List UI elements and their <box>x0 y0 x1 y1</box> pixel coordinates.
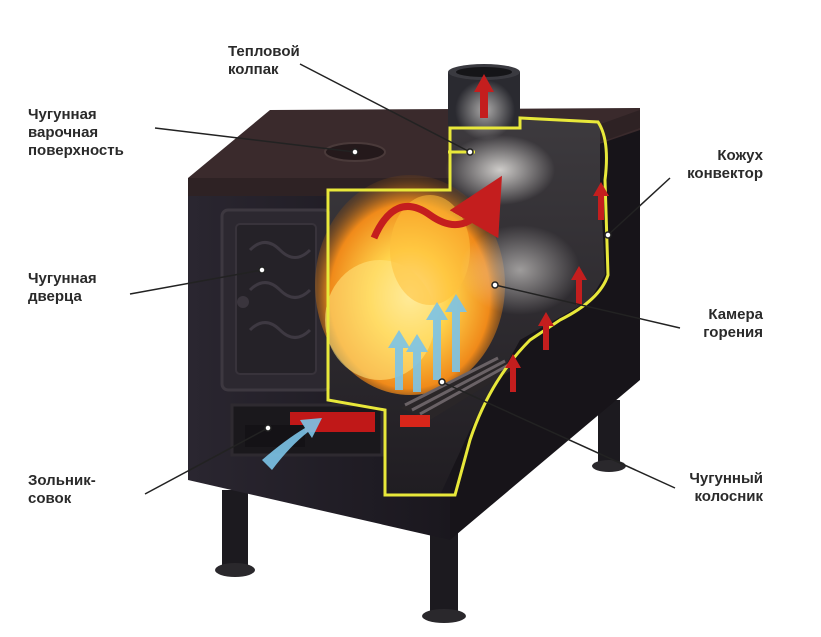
label-cooktop-line3: поверхность <box>28 142 124 159</box>
label-convector-line1: Кожух <box>717 147 763 164</box>
label-heat-cap-line2: колпак <box>228 61 279 78</box>
label-ash-pan-line1: Зольник- <box>28 472 96 489</box>
leader-lines <box>129 63 681 495</box>
label-door-line1: Чугунная <box>28 270 97 287</box>
label-door: Чугунная дверца <box>28 270 97 306</box>
label-door-line2: дверца <box>28 288 82 305</box>
label-grate-line1: Чугунный <box>689 470 763 487</box>
label-chamber-line1: Камера <box>708 306 763 323</box>
label-grate: Чугунный колосник <box>689 470 763 506</box>
stove-legs <box>215 400 626 623</box>
label-heat-cap-line1: Тепловой <box>228 43 300 60</box>
label-chamber-line2: горения <box>703 324 763 341</box>
label-convector-line2: конвектор <box>687 165 763 182</box>
label-ash-pan: Зольник- совок <box>28 472 96 508</box>
label-chamber: Камера горения <box>703 306 763 342</box>
label-cooktop: Чугунная варочная поверхность <box>28 106 124 160</box>
label-cooktop-line2: варочная <box>28 124 99 141</box>
label-cooktop-line1: Чугунная <box>28 106 97 123</box>
label-heat-cap: Тепловой колпак <box>228 43 300 79</box>
label-grate-line2: колосник <box>694 488 763 505</box>
label-convector: Кожух конвектор <box>687 147 763 183</box>
cold-air-arrows <box>262 294 467 470</box>
label-ash-pan-line2: совок <box>28 490 72 507</box>
hot-air-arrows <box>370 74 609 392</box>
cast-iron-door <box>220 208 332 392</box>
